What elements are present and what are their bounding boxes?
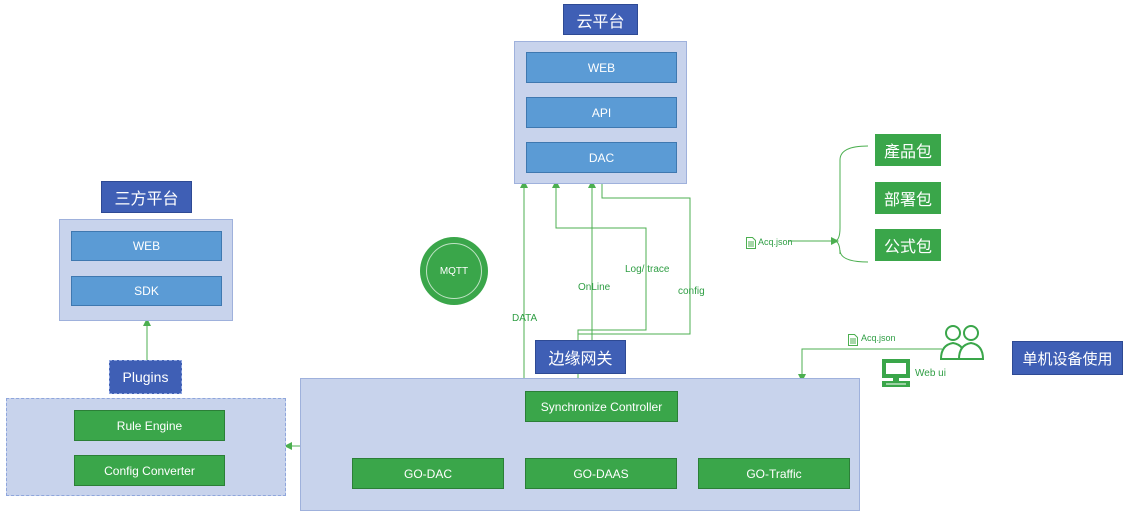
web-ui-label: Web ui <box>915 368 946 379</box>
cloud-api-box[interactable]: API <box>526 97 677 128</box>
cloud-panel: WEB API DAC <box>514 41 687 184</box>
data-label: DATA <box>512 313 538 324</box>
config-flow-line <box>574 184 691 372</box>
users-icon <box>938 323 986 363</box>
deploy-package-box[interactable]: 部署包 <box>875 182 941 214</box>
go-daas-box[interactable]: GO-DAAS <box>525 458 677 489</box>
edge-panel: Synchronize Controller GO-DAC GO-DAAS GO… <box>300 378 860 511</box>
document-icon <box>746 236 756 249</box>
thirdparty-title: 三方平台 <box>101 181 192 213</box>
go-traffic-box[interactable]: GO-Traffic <box>698 458 850 489</box>
product-package-box[interactable]: 產品包 <box>875 134 941 166</box>
edge-title: 边缘网关 <box>535 340 626 374</box>
standalone-title: 单机设备使用 <box>1012 341 1123 375</box>
formula-package-box[interactable]: 公式包 <box>875 229 941 261</box>
config-label: config <box>678 286 705 297</box>
acq-json-label: Acq.json <box>758 237 793 247</box>
mqtt-label: MQTT <box>426 243 482 299</box>
standalone-acq-json-label: Acq.json <box>861 333 896 343</box>
config-converter-box[interactable]: Config Converter <box>74 455 225 486</box>
document-icon <box>848 333 858 346</box>
thirdparty-sdk-box[interactable]: SDK <box>71 276 222 306</box>
go-dac-box[interactable]: GO-DAC <box>352 458 504 489</box>
log-trace-label: Log/ trace <box>625 264 670 275</box>
mqtt-node[interactable]: MQTT <box>420 237 488 305</box>
rule-engine-box[interactable]: Rule Engine <box>74 410 225 441</box>
thirdparty-web-box[interactable]: WEB <box>71 231 222 261</box>
cloud-title: 云平台 <box>563 4 638 35</box>
computer-icon <box>880 357 912 389</box>
sync-controller-box[interactable]: Synchronize Controller <box>525 391 678 422</box>
thirdparty-panel: WEB SDK <box>59 219 233 321</box>
plugins-title: Plugins <box>109 360 182 394</box>
online-label: OnLine <box>578 282 611 293</box>
cloud-web-box[interactable]: WEB <box>526 52 677 83</box>
plugins-panel: Rule Engine Config Converter <box>6 398 286 496</box>
standalone-to-edge-line <box>798 348 942 382</box>
packages-brace <box>834 145 869 263</box>
cloud-dac-box[interactable]: DAC <box>526 142 677 173</box>
